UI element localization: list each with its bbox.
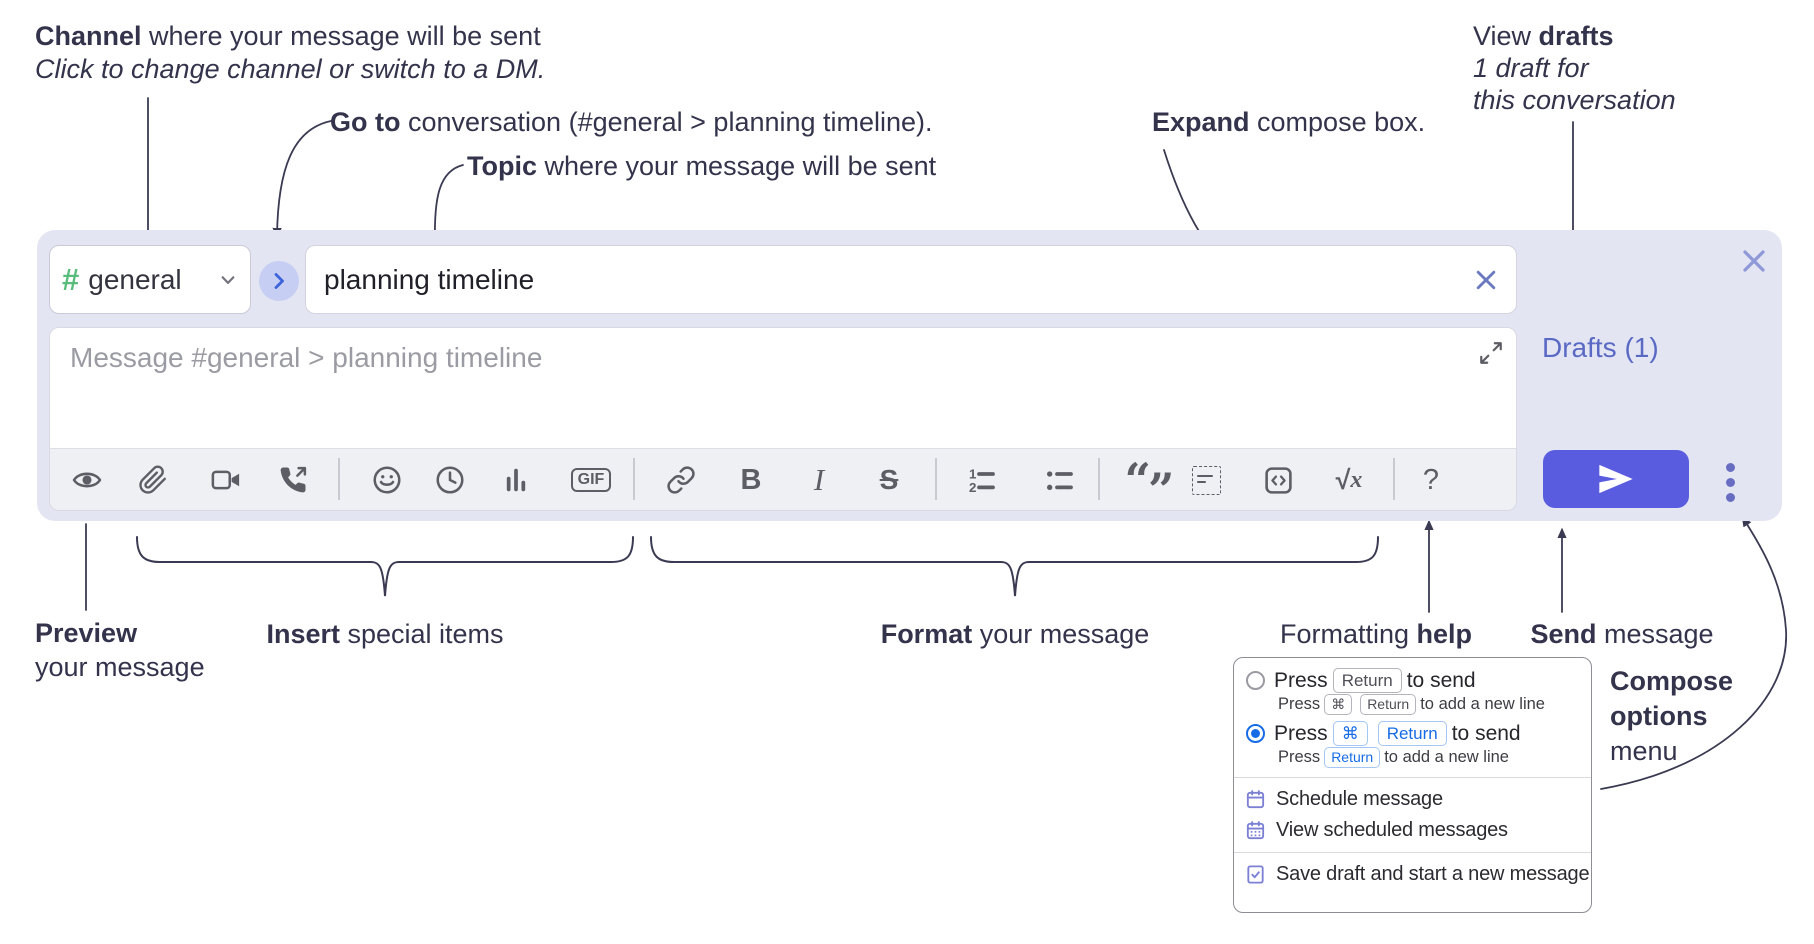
video-call-icon[interactable] bbox=[206, 460, 246, 500]
toolbar-divider bbox=[1393, 458, 1395, 500]
menu-item-view-scheduled-messages[interactable]: View scheduled messages bbox=[1234, 815, 1591, 846]
clear-topic-icon[interactable] bbox=[1471, 265, 1501, 295]
italic-icon[interactable]: I bbox=[813, 462, 825, 497]
compose-box: # general bbox=[37, 230, 1782, 521]
attach-icon[interactable] bbox=[133, 460, 173, 500]
return-key: Return bbox=[1332, 668, 1402, 693]
return-key: Return bbox=[1377, 721, 1447, 746]
menu-divider bbox=[1234, 852, 1591, 853]
poll-icon[interactable] bbox=[496, 460, 536, 500]
preview-eye-icon[interactable] bbox=[67, 460, 107, 500]
compose-options-annotation: Compose options menu bbox=[1610, 666, 1734, 766]
strikethrough-icon[interactable]: S bbox=[879, 464, 899, 495]
document-check-icon bbox=[1247, 865, 1264, 884]
preview-annotation: Preview your message bbox=[35, 618, 205, 682]
toolbar-divider bbox=[935, 458, 937, 500]
cmd-key: ⌘ bbox=[1332, 721, 1368, 746]
close-compose-icon[interactable] bbox=[1737, 244, 1771, 278]
format-brace bbox=[650, 536, 1379, 597]
menu-item-schedule-message[interactable]: Schedule message bbox=[1234, 784, 1591, 815]
bold-icon[interactable]: B bbox=[740, 463, 762, 496]
toolbar-divider bbox=[338, 458, 340, 500]
view-drafts-annotation: View drafts 1 draft for this conversatio… bbox=[1473, 21, 1676, 115]
channel-name: general bbox=[88, 263, 182, 295]
toolbar-divider bbox=[1098, 458, 1100, 500]
topic-input[interactable] bbox=[322, 246, 1456, 314]
insert-annotation: Insert special items bbox=[266, 619, 504, 649]
option-cmd-return-to-send[interactable]: Press ⌘ Return to send bbox=[1234, 718, 1591, 746]
goto-arrow bbox=[272, 120, 332, 239]
svg-text:2: 2 bbox=[969, 480, 976, 495]
goto-conversation-button[interactable] bbox=[259, 261, 299, 301]
goto-annotation: Go to conversation (#general > planning … bbox=[330, 107, 933, 137]
drafts-link[interactable]: Drafts (1) bbox=[1542, 332, 1659, 363]
radio-selected-icon[interactable] bbox=[1246, 724, 1265, 743]
compose-options-popup: Press Return to send Press ⌘ Return to a… bbox=[1233, 657, 1592, 913]
send-button[interactable] bbox=[1543, 450, 1689, 508]
channel-hash-icon: # bbox=[62, 261, 80, 297]
chevron-right-icon bbox=[274, 273, 284, 289]
send-icon bbox=[1599, 464, 1633, 494]
emoji-icon[interactable] bbox=[367, 460, 407, 500]
return-key: Return bbox=[1324, 747, 1381, 768]
compose-options-menu-icon[interactable] bbox=[1719, 458, 1741, 506]
menu-item-save-draft[interactable]: Save draft and start a new message bbox=[1234, 859, 1591, 890]
calendar-grid-icon bbox=[1246, 821, 1265, 840]
menu-divider bbox=[1234, 777, 1591, 778]
formatting-help-annotation: Formatting help bbox=[1279, 619, 1473, 649]
toolbar-divider bbox=[633, 458, 635, 500]
expand-compose-icon[interactable] bbox=[1476, 338, 1506, 368]
math-icon[interactable]: √x bbox=[1335, 464, 1363, 495]
return-key: Return bbox=[1360, 694, 1417, 715]
voice-call-icon[interactable] bbox=[273, 460, 313, 500]
option-return-subtext: Press ⌘ Return to add a new line bbox=[1278, 694, 1545, 715]
option-return-to-send[interactable]: Press Return to send bbox=[1234, 665, 1591, 693]
insert-brace bbox=[136, 536, 634, 597]
bulleted-list-icon[interactable] bbox=[1039, 460, 1079, 500]
expand-annotation: Expand compose box. bbox=[1152, 107, 1426, 137]
svg-text:1: 1 bbox=[969, 467, 977, 482]
message-formatting-help-icon[interactable]: ? bbox=[1422, 463, 1440, 496]
calendar-icon bbox=[1246, 790, 1265, 809]
option-cmd-return-subtext: Press Return to add a new line bbox=[1278, 747, 1509, 768]
message-panel: GIF B I S 12 “” bbox=[49, 327, 1517, 511]
chevron-down-icon bbox=[218, 271, 238, 289]
message-input[interactable] bbox=[50, 328, 1510, 446]
radio-unselected-icon[interactable] bbox=[1246, 671, 1265, 690]
channel-annotation: Channel where your message will be sent … bbox=[35, 21, 546, 84]
format-annotation: Format your message bbox=[880, 619, 1150, 649]
code-icon[interactable] bbox=[1258, 460, 1298, 500]
quote-icon[interactable]: “” bbox=[1124, 453, 1175, 511]
gif-icon[interactable]: GIF bbox=[568, 460, 614, 500]
spoiler-icon[interactable] bbox=[1186, 460, 1226, 500]
channel-selector[interactable]: # general bbox=[49, 245, 251, 314]
topic-input-box bbox=[305, 245, 1517, 314]
topic-annotation: Topic where your message will be sent bbox=[467, 151, 937, 181]
link-icon[interactable] bbox=[661, 460, 701, 500]
cmd-key: ⌘ bbox=[1324, 694, 1353, 715]
send-annotation: Send message bbox=[1530, 619, 1714, 649]
time-icon[interactable] bbox=[430, 460, 470, 500]
